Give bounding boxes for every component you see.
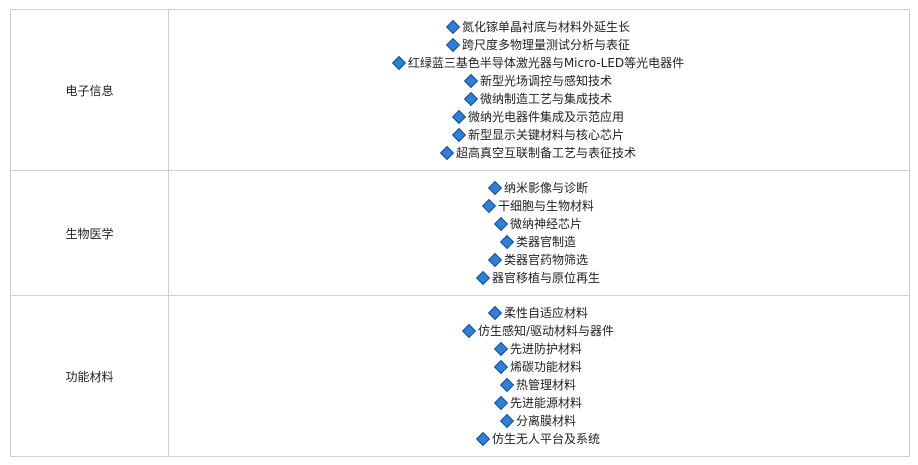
category-label: 生物医学	[65, 226, 114, 241]
diamond-icon	[493, 341, 509, 356]
list-item: 纳米影像与诊断	[169, 179, 909, 197]
diamond-icon	[487, 180, 503, 195]
item-label: 微纳光电器件集成及示范应用	[467, 110, 624, 124]
list-item: 柔性自适应材料	[169, 304, 909, 322]
table-row: 电子信息 氮化镓单晶衬底与材料外延生长 跨尺度多物理量测试分析与表征 红绿蓝三基…	[10, 9, 910, 171]
item-label: 类器官药物筛选	[503, 253, 588, 267]
diamond-icon	[461, 323, 477, 338]
diamond-icon	[439, 145, 455, 160]
list-item: 器官移植与原位再生	[169, 269, 909, 287]
item-list: 氮化镓单晶衬底与材料外延生长 跨尺度多物理量测试分析与表征 红绿蓝三基色半导体激…	[169, 18, 909, 162]
diamond-icon	[463, 91, 479, 106]
list-item: 仿生无人平台及系统	[169, 430, 909, 448]
diamond-icon	[499, 413, 515, 428]
diamond-icon	[463, 73, 479, 88]
field-table: 电子信息 氮化镓单晶衬底与材料外延生长 跨尺度多物理量测试分析与表征 红绿蓝三基…	[10, 9, 910, 457]
items-cell: 柔性自适应材料 仿生感知/驱动材料与器件 先进防护材料 烯碳功能材料 热管理材料…	[168, 295, 910, 457]
list-item: 微纳神经芯片	[169, 215, 909, 233]
list-item: 氮化镓单晶衬底与材料外延生长	[169, 18, 909, 36]
diamond-icon	[475, 431, 491, 446]
item-label: 烯碳功能材料	[509, 360, 582, 374]
item-label: 先进防护材料	[509, 342, 582, 356]
category-cell: 功能材料	[10, 295, 169, 457]
diamond-icon	[475, 270, 491, 285]
item-label: 柔性自适应材料	[503, 306, 588, 320]
list-item: 先进防护材料	[169, 340, 909, 358]
table-row: 生物医学 纳米影像与诊断 干细胞与生物材料 微纳神经芯片 类器官制造 类器官药物…	[10, 170, 910, 296]
diamond-icon	[493, 395, 509, 410]
item-label: 分离膜材料	[515, 414, 576, 428]
list-item: 分离膜材料	[169, 412, 909, 430]
item-label: 干细胞与生物材料	[497, 199, 594, 213]
diamond-icon	[445, 37, 461, 52]
item-list: 柔性自适应材料 仿生感知/驱动材料与器件 先进防护材料 烯碳功能材料 热管理材料…	[169, 304, 909, 448]
list-item: 先进能源材料	[169, 394, 909, 412]
category-label: 功能材料	[65, 369, 114, 384]
items-cell: 氮化镓单晶衬底与材料外延生长 跨尺度多物理量测试分析与表征 红绿蓝三基色半导体激…	[168, 9, 910, 171]
item-label: 新型显示关键材料与核心芯片	[467, 128, 624, 142]
item-label: 微纳制造工艺与集成技术	[479, 92, 612, 106]
diamond-icon	[481, 198, 497, 213]
diamond-icon	[451, 109, 467, 124]
list-item: 类器官药物筛选	[169, 251, 909, 269]
item-label: 超高真空互联制备工艺与表征技术	[455, 146, 636, 160]
list-item: 超高真空互联制备工艺与表征技术	[169, 144, 909, 162]
list-item: 跨尺度多物理量测试分析与表征	[169, 36, 909, 54]
list-item: 新型显示关键材料与核心芯片	[169, 126, 909, 144]
item-label: 红绿蓝三基色半导体激光器与Micro-LED等光电器件	[407, 56, 685, 70]
list-item: 干细胞与生物材料	[169, 197, 909, 215]
diamond-icon	[391, 55, 406, 70]
diamond-icon	[487, 252, 503, 267]
diamond-icon	[445, 19, 461, 34]
items-cell: 纳米影像与诊断 干细胞与生物材料 微纳神经芯片 类器官制造 类器官药物筛选 器官…	[168, 170, 910, 296]
list-item: 微纳制造工艺与集成技术	[169, 90, 909, 108]
category-label: 电子信息	[65, 83, 114, 98]
list-item: 仿生感知/驱动材料与器件	[169, 322, 909, 340]
category-cell: 电子信息	[10, 9, 169, 171]
diamond-icon	[493, 359, 509, 374]
item-label: 新型光场调控与感知技术	[479, 74, 612, 88]
diamond-icon	[451, 127, 467, 142]
diamond-icon	[499, 377, 515, 392]
list-item: 微纳光电器件集成及示范应用	[169, 108, 909, 126]
list-item: 热管理材料	[169, 376, 909, 394]
diamond-icon	[487, 305, 503, 320]
item-label: 纳米影像与诊断	[503, 181, 588, 195]
list-item: 新型光场调控与感知技术	[169, 72, 909, 90]
item-label: 微纳神经芯片	[509, 217, 582, 231]
item-label: 先进能源材料	[509, 396, 582, 410]
list-item: 类器官制造	[169, 233, 909, 251]
diamond-icon	[499, 234, 515, 249]
item-label: 类器官制造	[515, 235, 576, 249]
list-item: 烯碳功能材料	[169, 358, 909, 376]
list-item: 红绿蓝三基色半导体激光器与Micro-LED等光电器件	[169, 54, 909, 72]
table-row: 功能材料 柔性自适应材料 仿生感知/驱动材料与器件 先进防护材料 烯碳功能材料 …	[10, 295, 910, 457]
category-cell: 生物医学	[10, 170, 169, 296]
item-label: 仿生感知/驱动材料与器件	[477, 324, 615, 338]
item-label: 器官移植与原位再生	[491, 271, 600, 285]
item-label: 氮化镓单晶衬底与材料外延生长	[461, 20, 630, 34]
item-label: 跨尺度多物理量测试分析与表征	[461, 38, 630, 52]
item-list: 纳米影像与诊断 干细胞与生物材料 微纳神经芯片 类器官制造 类器官药物筛选 器官…	[169, 179, 909, 287]
diamond-icon	[493, 216, 509, 231]
item-label: 仿生无人平台及系统	[491, 432, 600, 446]
item-label: 热管理材料	[515, 378, 576, 392]
